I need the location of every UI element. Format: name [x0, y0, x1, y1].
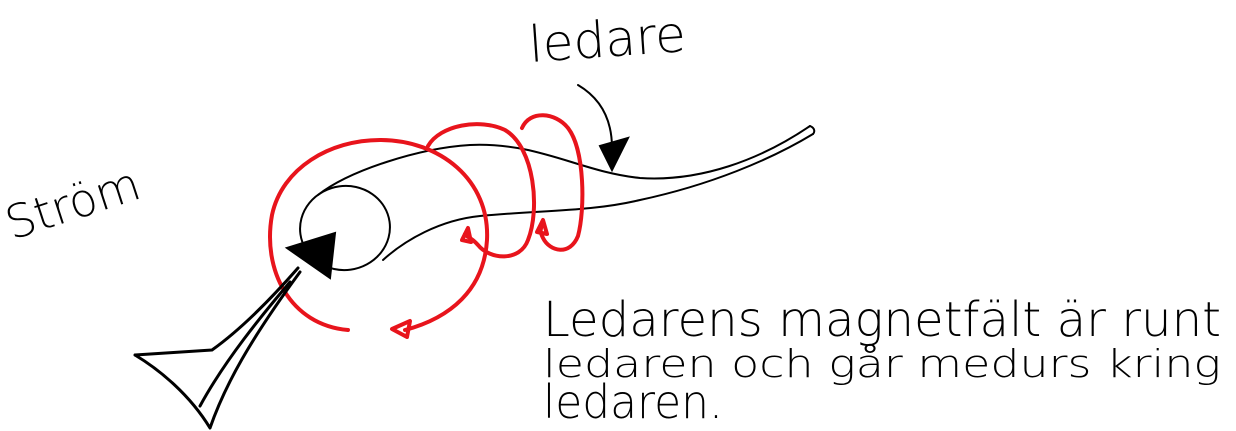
conductor-bottom-edge	[382, 133, 814, 261]
field-arrowhead-large	[390, 319, 412, 339]
explanation-line-2: ledaren och går medurs kring	[543, 342, 1221, 386]
field-arrowhead-middle	[460, 226, 473, 244]
explanation-line-1: Ledarens magnetfält är runt	[543, 292, 1221, 348]
conductor-wire	[299, 125, 816, 272]
conductor-pointer-line	[577, 84, 613, 149]
current-arrow-inner-line	[198, 280, 292, 408]
magnetic-field-loops	[268, 113, 585, 339]
field-loop-large	[268, 138, 490, 332]
label-current: Ström	[0, 156, 147, 250]
conductor-top-edge	[317, 125, 811, 196]
conductor-cross-section	[299, 184, 391, 272]
conductor-pointer	[577, 84, 630, 173]
conductor-tip	[809, 125, 816, 135]
field-loop-middle	[426, 122, 537, 259]
field-arrowhead-small	[535, 218, 549, 236]
current-arrowhead	[284, 231, 337, 280]
current-arrow	[133, 231, 337, 430]
explanation-line-3: ledaren.	[543, 375, 723, 429]
conductor-pointer-head	[598, 136, 630, 173]
current-arrow-tail	[133, 266, 302, 430]
label-conductor: ledare	[527, 5, 688, 74]
